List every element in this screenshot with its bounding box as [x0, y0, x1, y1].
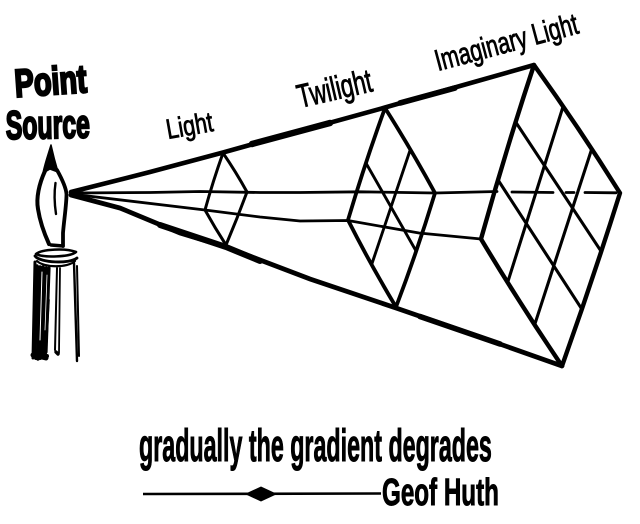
svg-text:Source: Source: [5, 103, 90, 149]
svg-text:gradually the gradient degrade: gradually the gradient degrades: [139, 421, 492, 471]
svg-text:Point: Point: [13, 58, 88, 106]
svg-text:Geof Huth: Geof Huth: [382, 470, 499, 513]
